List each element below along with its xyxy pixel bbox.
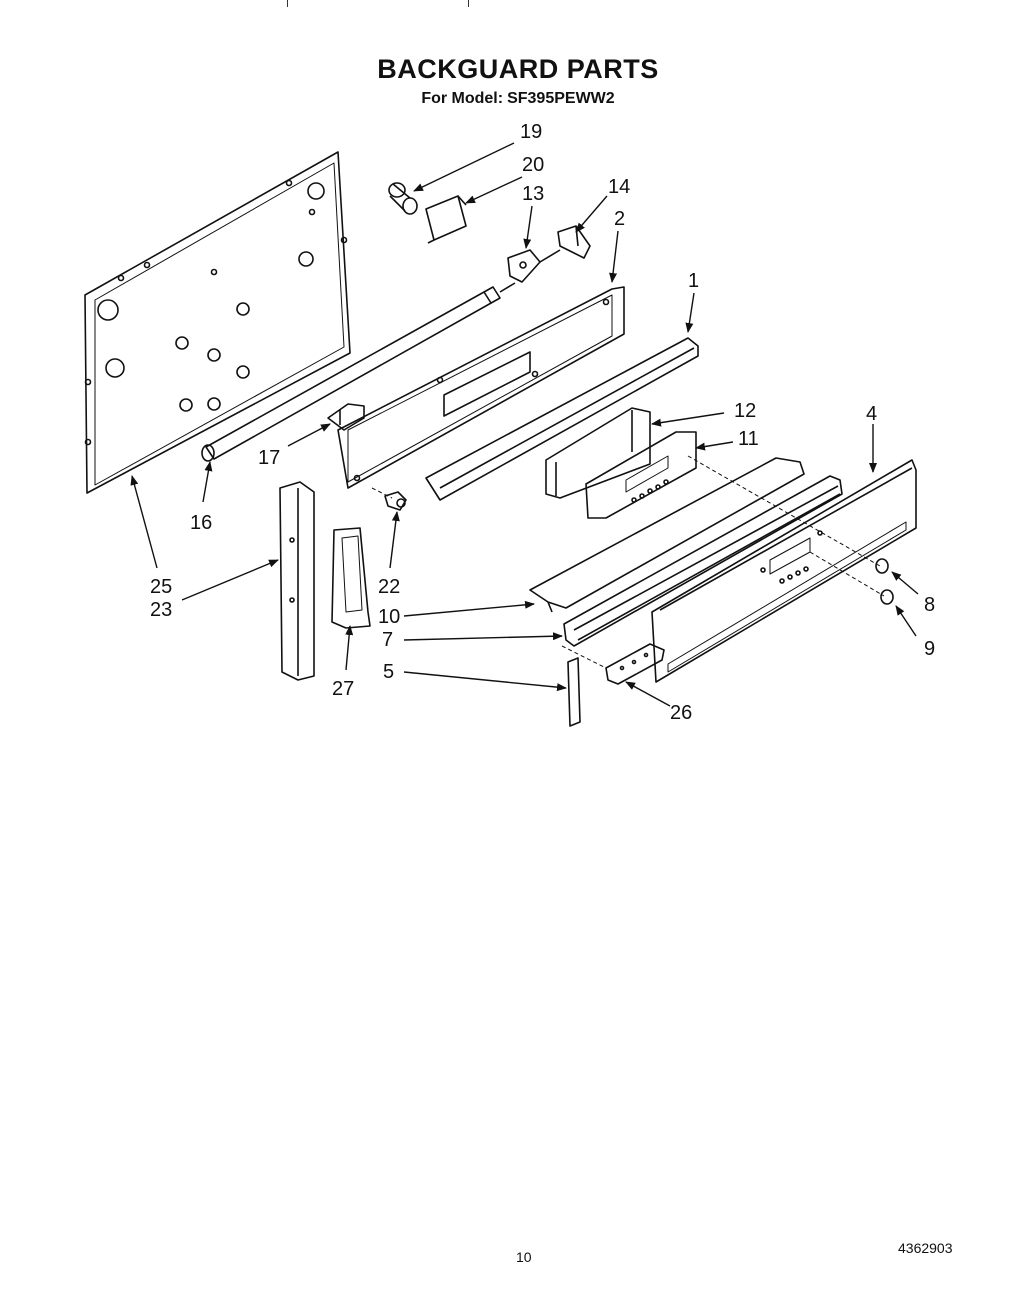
leader-5 xyxy=(403,671,567,692)
leader-27 xyxy=(345,625,354,671)
callout-2: 2 xyxy=(614,208,625,230)
leader-14 xyxy=(575,195,608,233)
lampholder-bracket xyxy=(557,225,591,259)
leader-25 xyxy=(130,475,158,569)
leader-16 xyxy=(202,461,213,503)
clip xyxy=(384,491,407,511)
callout-20: 20 xyxy=(522,154,544,176)
side-trim-strip xyxy=(567,657,581,727)
leader-22 xyxy=(389,511,400,569)
leader-19 xyxy=(413,142,515,192)
callout-5: 5 xyxy=(383,661,394,683)
display-window-frame xyxy=(545,407,651,499)
control-panel-facia xyxy=(651,459,917,683)
callout-23: 23 xyxy=(150,599,172,621)
bottom-support-bracket xyxy=(605,643,665,685)
lampholder xyxy=(507,249,561,283)
leader-26 xyxy=(625,681,671,707)
model-label: For Model: xyxy=(421,90,504,107)
callout-1: 1 xyxy=(688,270,699,292)
leader-20 xyxy=(465,176,523,204)
leader-9 xyxy=(895,605,917,637)
top-edge-mark xyxy=(468,0,469,7)
callout-25: 25 xyxy=(150,576,172,598)
fluorescent-tube xyxy=(201,282,516,462)
console-support xyxy=(337,286,625,489)
electronic-control-module xyxy=(585,431,697,519)
leader-1 xyxy=(685,292,695,333)
top-edge-mark xyxy=(287,0,288,7)
leader-11 xyxy=(695,441,734,451)
knob xyxy=(875,558,889,574)
callout-7: 7 xyxy=(382,629,393,651)
model-number: SF395PEWW2 xyxy=(507,90,615,107)
top-trim-channel xyxy=(425,337,699,501)
callout-19: 19 xyxy=(520,121,542,143)
callout-12: 12 xyxy=(734,400,756,422)
lower-trim-channel xyxy=(563,475,843,647)
leader-10 xyxy=(403,600,535,617)
callout-8: 8 xyxy=(924,594,935,616)
leader-8 xyxy=(891,571,919,595)
end-cap xyxy=(331,527,371,629)
callout-10: 10 xyxy=(378,606,400,628)
document-number: 4362903 xyxy=(898,1240,953,1256)
switch-bracket xyxy=(327,403,365,431)
leader-23 xyxy=(181,559,279,601)
callout-13: 13 xyxy=(522,183,544,205)
callout-9: 9 xyxy=(924,638,935,660)
knob-insert xyxy=(880,589,894,605)
callout-16: 16 xyxy=(190,512,212,534)
callout-14: 14 xyxy=(608,176,630,198)
page-number: 10 xyxy=(516,1249,532,1265)
leader-12 xyxy=(651,412,725,427)
model-subtitle: For Model:SF395PEWW2 xyxy=(0,90,1036,108)
starter-socket xyxy=(425,195,467,244)
page-title: BACKGUARD PARTS xyxy=(377,54,659,84)
leader-7 xyxy=(403,632,563,641)
rear-backguard-panel xyxy=(84,151,351,494)
end-bracket xyxy=(279,481,315,681)
callout-22: 22 xyxy=(378,576,400,598)
callout-26: 26 xyxy=(670,702,692,724)
starter xyxy=(388,182,418,215)
callout-17: 17 xyxy=(258,447,280,469)
leader-2 xyxy=(609,230,619,283)
control-panel-bracket xyxy=(529,457,805,613)
callout-11: 11 xyxy=(738,428,759,450)
leader-17 xyxy=(287,423,331,447)
leader-13 xyxy=(523,205,533,249)
callout-27: 27 xyxy=(332,678,354,700)
callout-4: 4 xyxy=(866,403,877,425)
